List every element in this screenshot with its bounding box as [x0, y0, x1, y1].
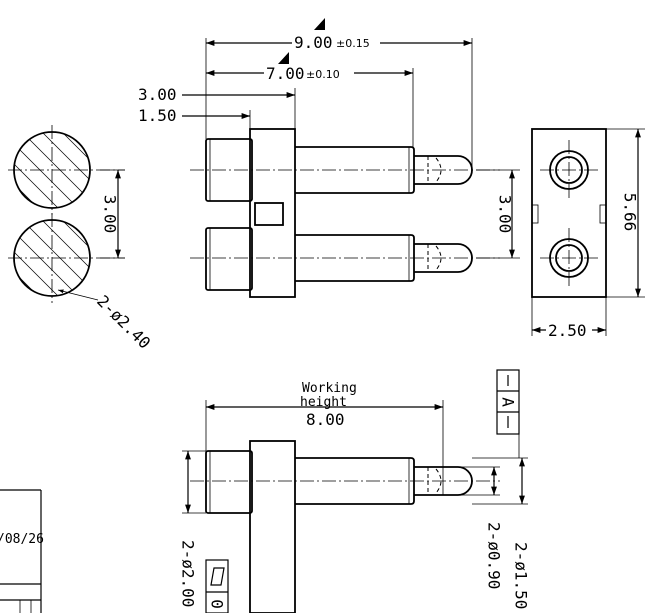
flatness-frame	[205, 559, 229, 613]
tail-bottom	[205, 227, 253, 291]
datum-label: A	[499, 397, 518, 407]
working-height-label-1: Working	[302, 381, 357, 396]
overall-length-tol: ±0.15	[336, 37, 370, 50]
end-pitch-dim: 3.00	[496, 195, 515, 234]
body-dia-dim: 2-ø2.00	[179, 540, 198, 607]
barrel-bottom	[295, 234, 415, 282]
plunger-top	[414, 155, 473, 185]
tail-top	[205, 138, 253, 202]
plunger-length-tol: ±0.10	[306, 68, 340, 81]
flange-key	[254, 202, 284, 226]
end-height-dim: 5.66	[621, 193, 640, 232]
flatness-value: 0	[208, 599, 227, 609]
hatch-bottom	[14, 220, 90, 296]
date-text: /08/26	[0, 532, 44, 547]
overall-length-dim: 9.00	[294, 33, 333, 52]
side-view: Working height 8.00 2-ø0.90 2-ø1.50 2-ø2…	[179, 369, 531, 613]
hole-dia-dim: 2-ø2.40	[93, 291, 154, 352]
tip-dia-dim: 2-ø0.90	[485, 522, 504, 589]
end-view: 5.66 2.50	[531, 128, 645, 340]
side-flange	[249, 440, 296, 613]
top-view: 9.00 ±0.15 7.00 ±0.10 3.00 1.50 3.00	[138, 18, 520, 298]
end-width-dim: 2.50	[548, 321, 587, 340]
side-barrel	[295, 457, 415, 505]
control-triangle-1	[314, 18, 325, 30]
title-block: /08/26	[0, 489, 44, 613]
plunger-bottom	[414, 243, 473, 273]
shoulder-offset-dim: 1.50	[138, 106, 177, 125]
flatness-icon	[210, 567, 225, 586]
flange	[249, 128, 296, 298]
section-pitch-dim: 3.00	[101, 195, 120, 234]
plunger-length-dim: 7.00	[266, 64, 305, 83]
datum-frame	[496, 369, 520, 435]
plunger-dia-dim: 2-ø1.50	[512, 542, 531, 609]
working-height-dim: 8.00	[306, 410, 345, 429]
control-triangle-2	[278, 52, 289, 64]
side-tail	[205, 450, 253, 514]
side-plunger	[414, 466, 473, 496]
working-height-label-2: height	[300, 395, 347, 410]
barrel-top	[295, 146, 415, 194]
flange-offset-dim: 3.00	[138, 85, 177, 104]
